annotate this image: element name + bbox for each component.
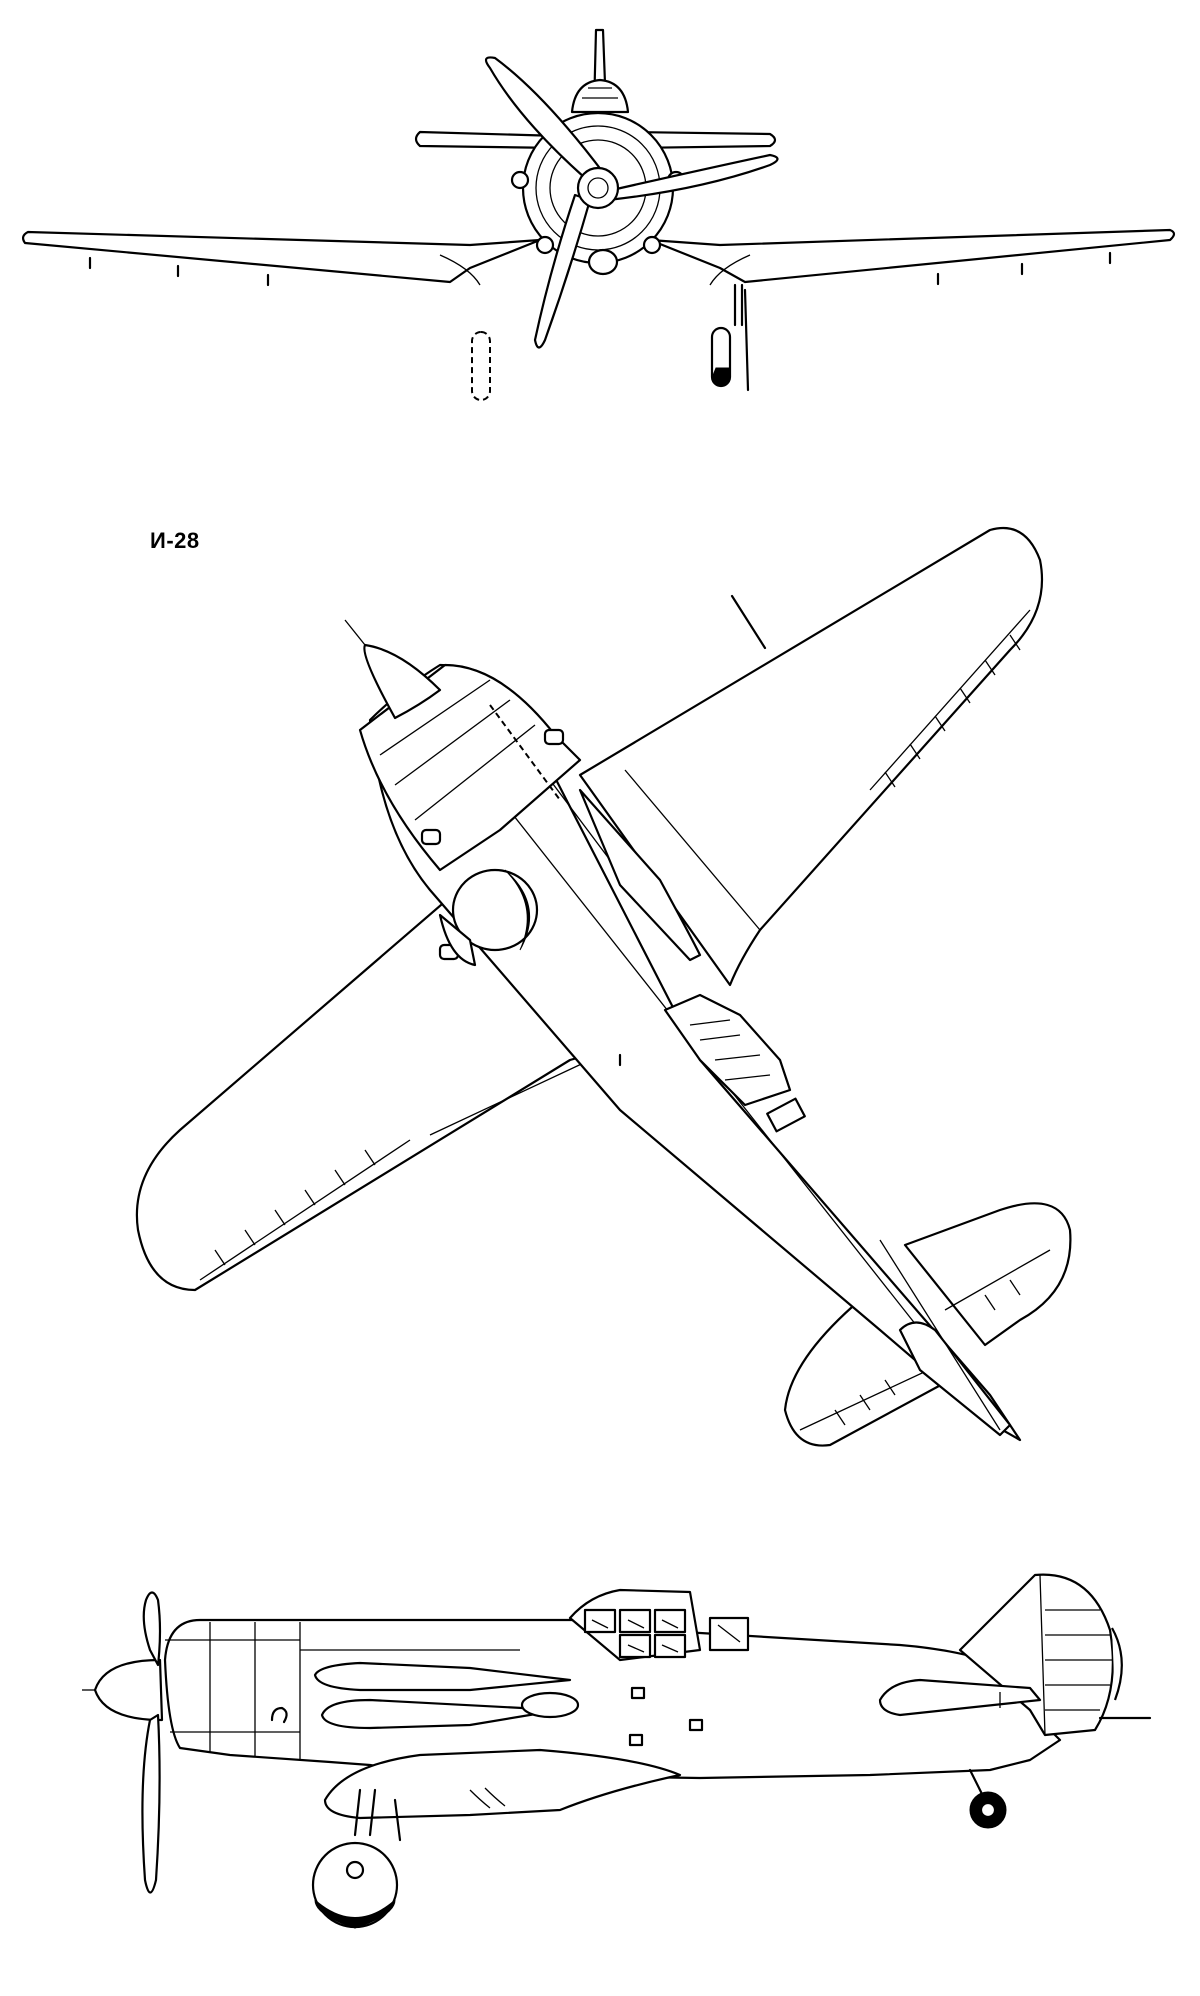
- side-horizontal-tail: [878, 1678, 1042, 1717]
- side-tail-wheel: [968, 1768, 1007, 1829]
- side-gun-pods: [313, 1661, 580, 1730]
- side-fin-rudder: [958, 1573, 1114, 1737]
- front-right-main-gear: [710, 283, 750, 392]
- side-fuselage: [163, 1617, 1062, 1780]
- top-canopy: [663, 993, 806, 1133]
- top-view: [135, 526, 1072, 1447]
- side-spinner: [93, 1658, 164, 1722]
- top-rudder: [898, 1321, 1012, 1437]
- top-engine-cowling: [358, 663, 582, 872]
- front-right-wing: [648, 228, 1176, 284]
- front-left-wing: [21, 230, 542, 284]
- front-spinner: [576, 166, 620, 210]
- side-propeller: [141, 1591, 162, 1894]
- top-wing-gun: [578, 788, 702, 962]
- front-left-gear-retracted: [471, 331, 491, 401]
- aircraft-designation-label: И-28: [150, 528, 200, 553]
- top-pitot-tube: [730, 594, 767, 650]
- top-left-aileron-ribs: [214, 1149, 376, 1266]
- side-main-gear: [311, 1788, 402, 1929]
- side-canopy: [568, 1588, 750, 1662]
- side-rudder-ribs: [1045, 1609, 1112, 1711]
- front-wing-pylons: [88, 251, 1112, 287]
- front-propeller: [484, 56, 779, 349]
- side-wing-root: [323, 1748, 682, 1820]
- front-canopy: [570, 78, 630, 114]
- front-view: [21, 28, 1176, 401]
- top-elevator-ribs: [834, 1279, 1021, 1426]
- top-horizontal-tail: [903, 1202, 1072, 1347]
- top-right-aileron-ribs: [884, 634, 1021, 788]
- top-spinner: [363, 643, 442, 720]
- top-right-wing: [578, 526, 1044, 987]
- side-view: [82, 1573, 1152, 1929]
- top-main-wheel: [438, 868, 539, 967]
